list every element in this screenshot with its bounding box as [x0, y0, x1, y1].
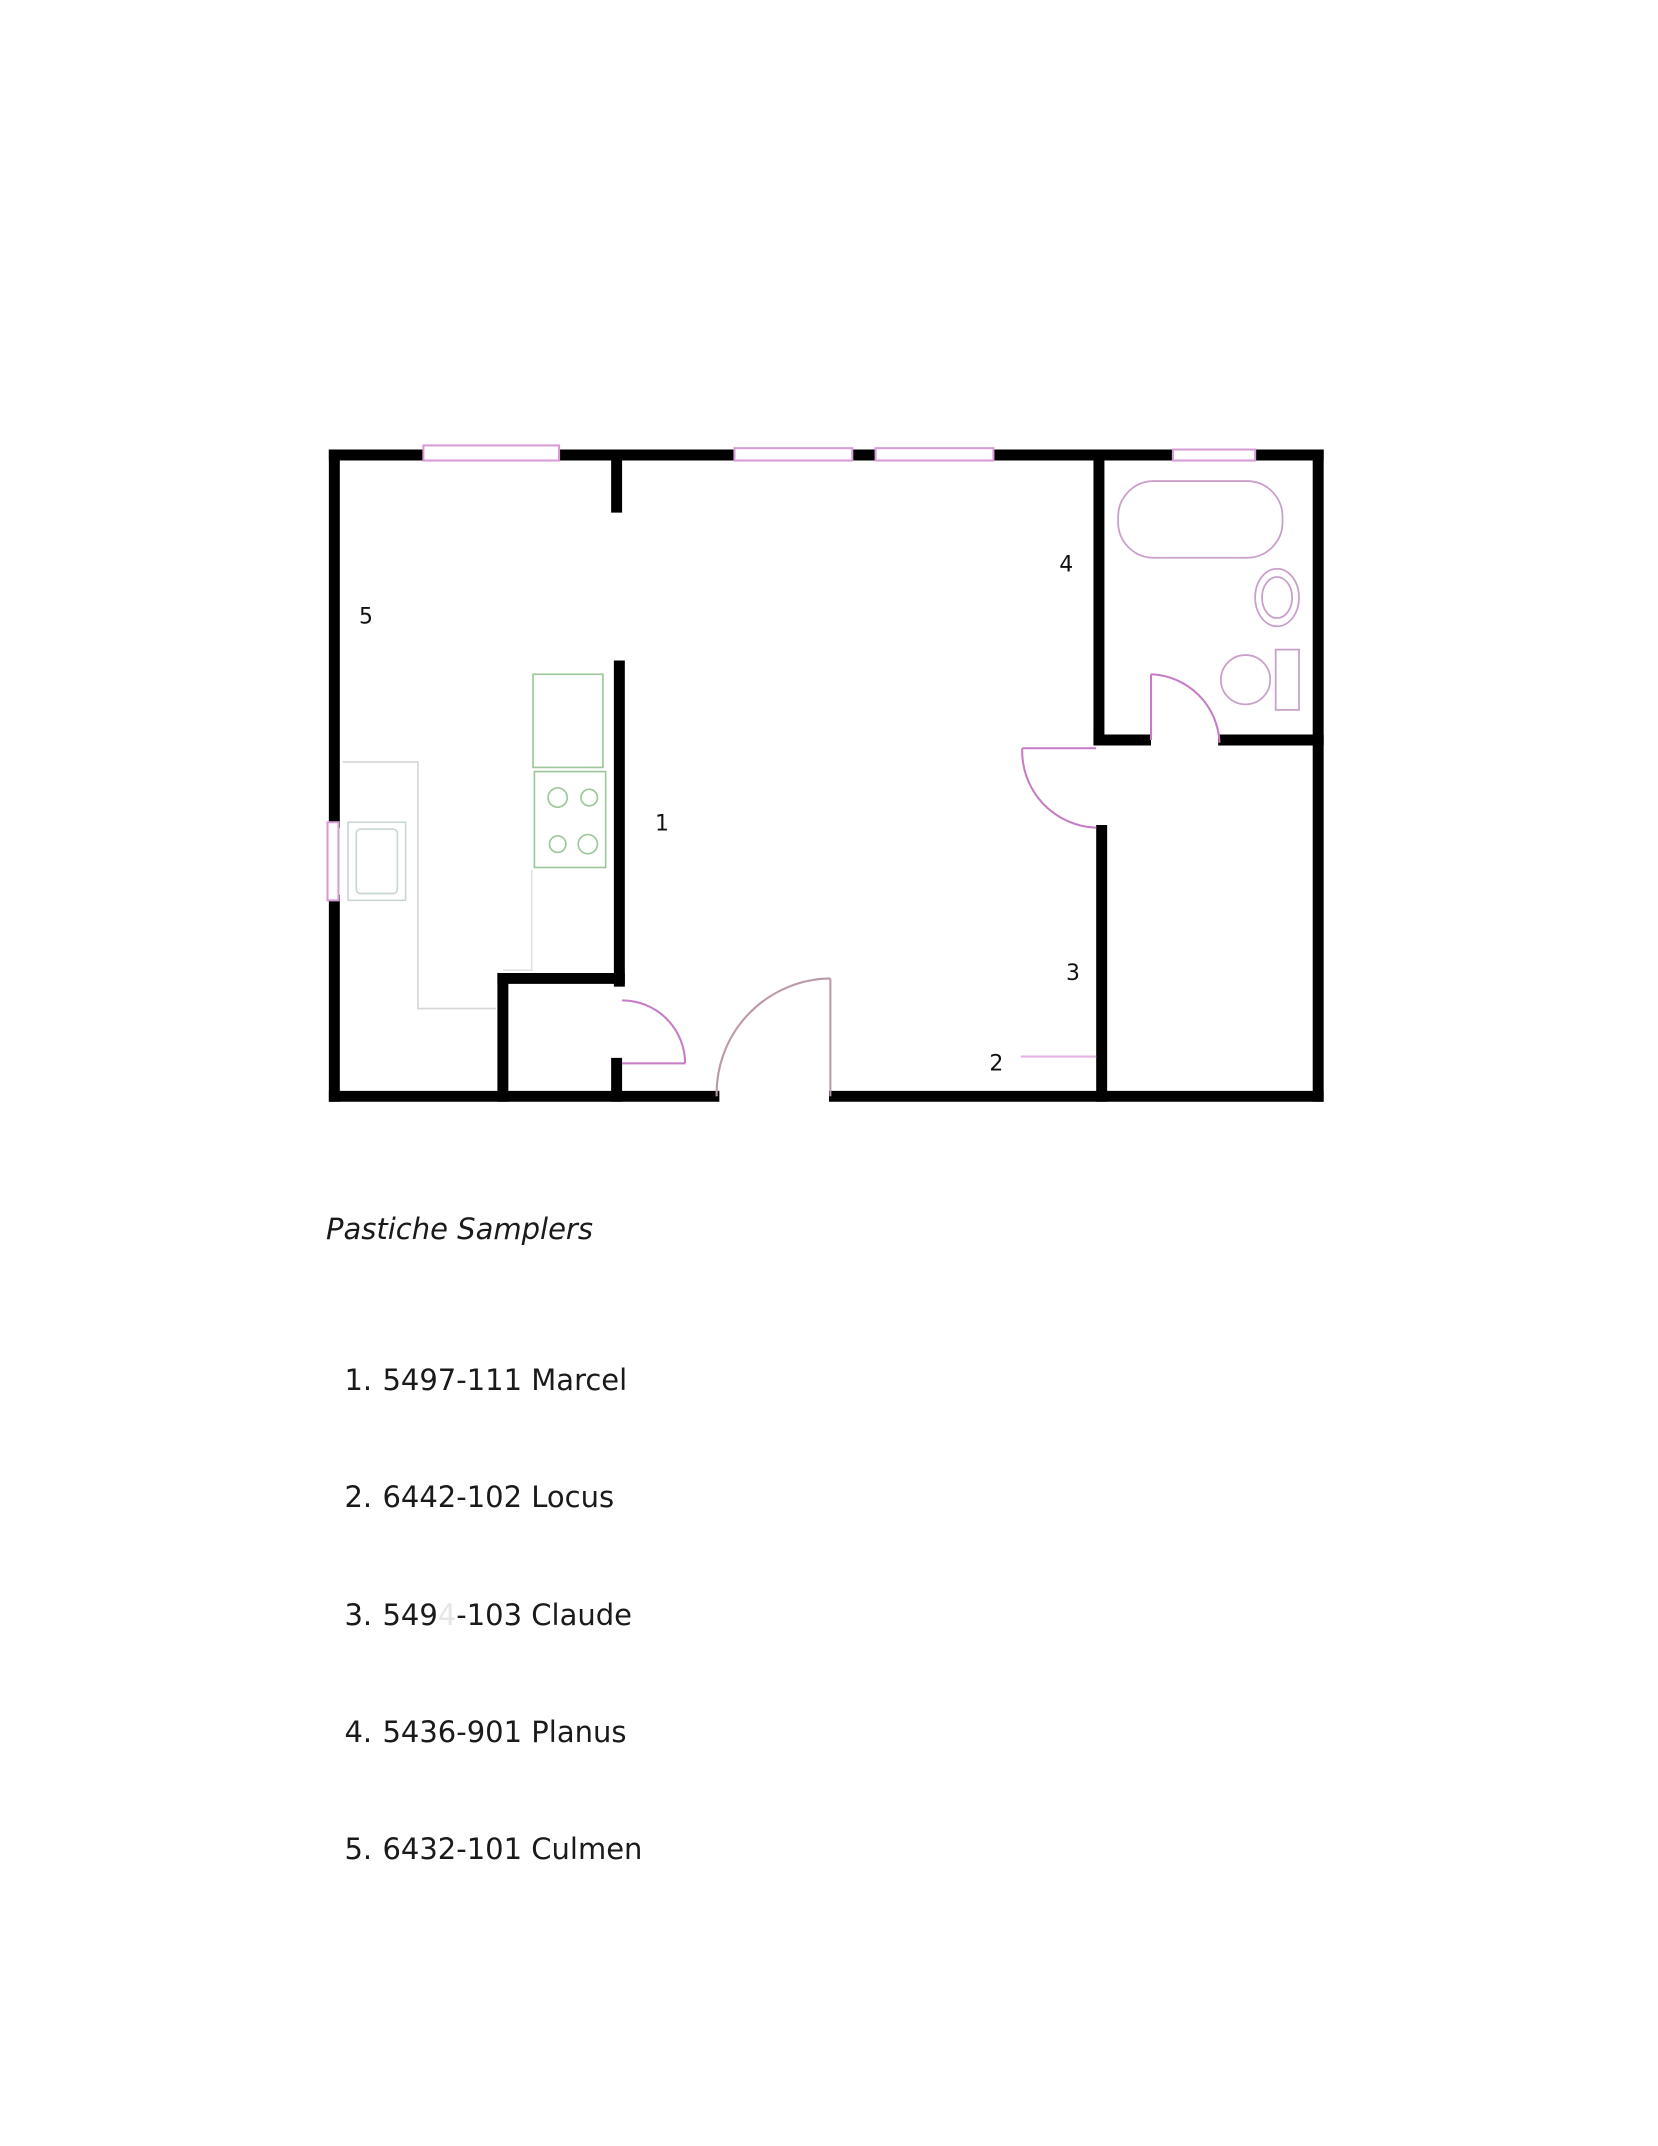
walls: [328, 449, 1324, 1102]
legend-item: 2. 6442-102 Locus: [326, 1446, 614, 1514]
item-number: 1.: [344, 1363, 373, 1397]
label-3: 3: [1066, 961, 1080, 986]
kitchen-fixtures: [342, 673, 607, 1010]
item-code-faint: 4: [437, 1598, 457, 1632]
label-2: 2: [989, 1051, 1003, 1076]
doors: [622, 673, 1221, 1097]
bathroom-fixtures: [1117, 480, 1300, 711]
windows: [326, 444, 1257, 902]
toilet: [1220, 654, 1272, 706]
item-code: 5436-901 Planus: [382, 1715, 627, 1749]
item-code-part: -103 Claude: [456, 1598, 632, 1632]
legend-item: 3. 5494-103 Claude: [326, 1564, 632, 1632]
item-number: 4.: [344, 1715, 373, 1749]
bathroom-sink: [1254, 567, 1300, 628]
item-number: 2.: [344, 1480, 373, 1514]
item-code: 6442-102 Locus: [382, 1480, 615, 1514]
legend-item: 5. 6432-101 Culmen: [326, 1798, 642, 1866]
counter: [342, 761, 497, 1010]
item-code: 5497-111 Marcel: [382, 1363, 628, 1397]
item-number: 3.: [344, 1598, 373, 1632]
legend-item: 4. 5436-901 Planus: [326, 1681, 626, 1749]
legend-item: 1. 5497-111 Marcel: [326, 1329, 627, 1397]
sampler-labels: 1 2 3 4 5: [359, 552, 1080, 1076]
item-code: 6432-101 Culmen: [382, 1832, 643, 1866]
stove: [533, 770, 607, 869]
toilet-tank: [1274, 648, 1300, 711]
item-code-part: 549: [382, 1598, 438, 1632]
bathtub: [1117, 480, 1284, 559]
refrigerator: [532, 673, 604, 769]
item-number: 5.: [344, 1832, 373, 1866]
label-4: 4: [1059, 552, 1073, 577]
kitchen-sink: [347, 821, 407, 902]
label-5: 5: [359, 605, 373, 630]
legend-title: Pastiche Samplers: [326, 1212, 593, 1246]
label-1: 1: [655, 811, 669, 836]
